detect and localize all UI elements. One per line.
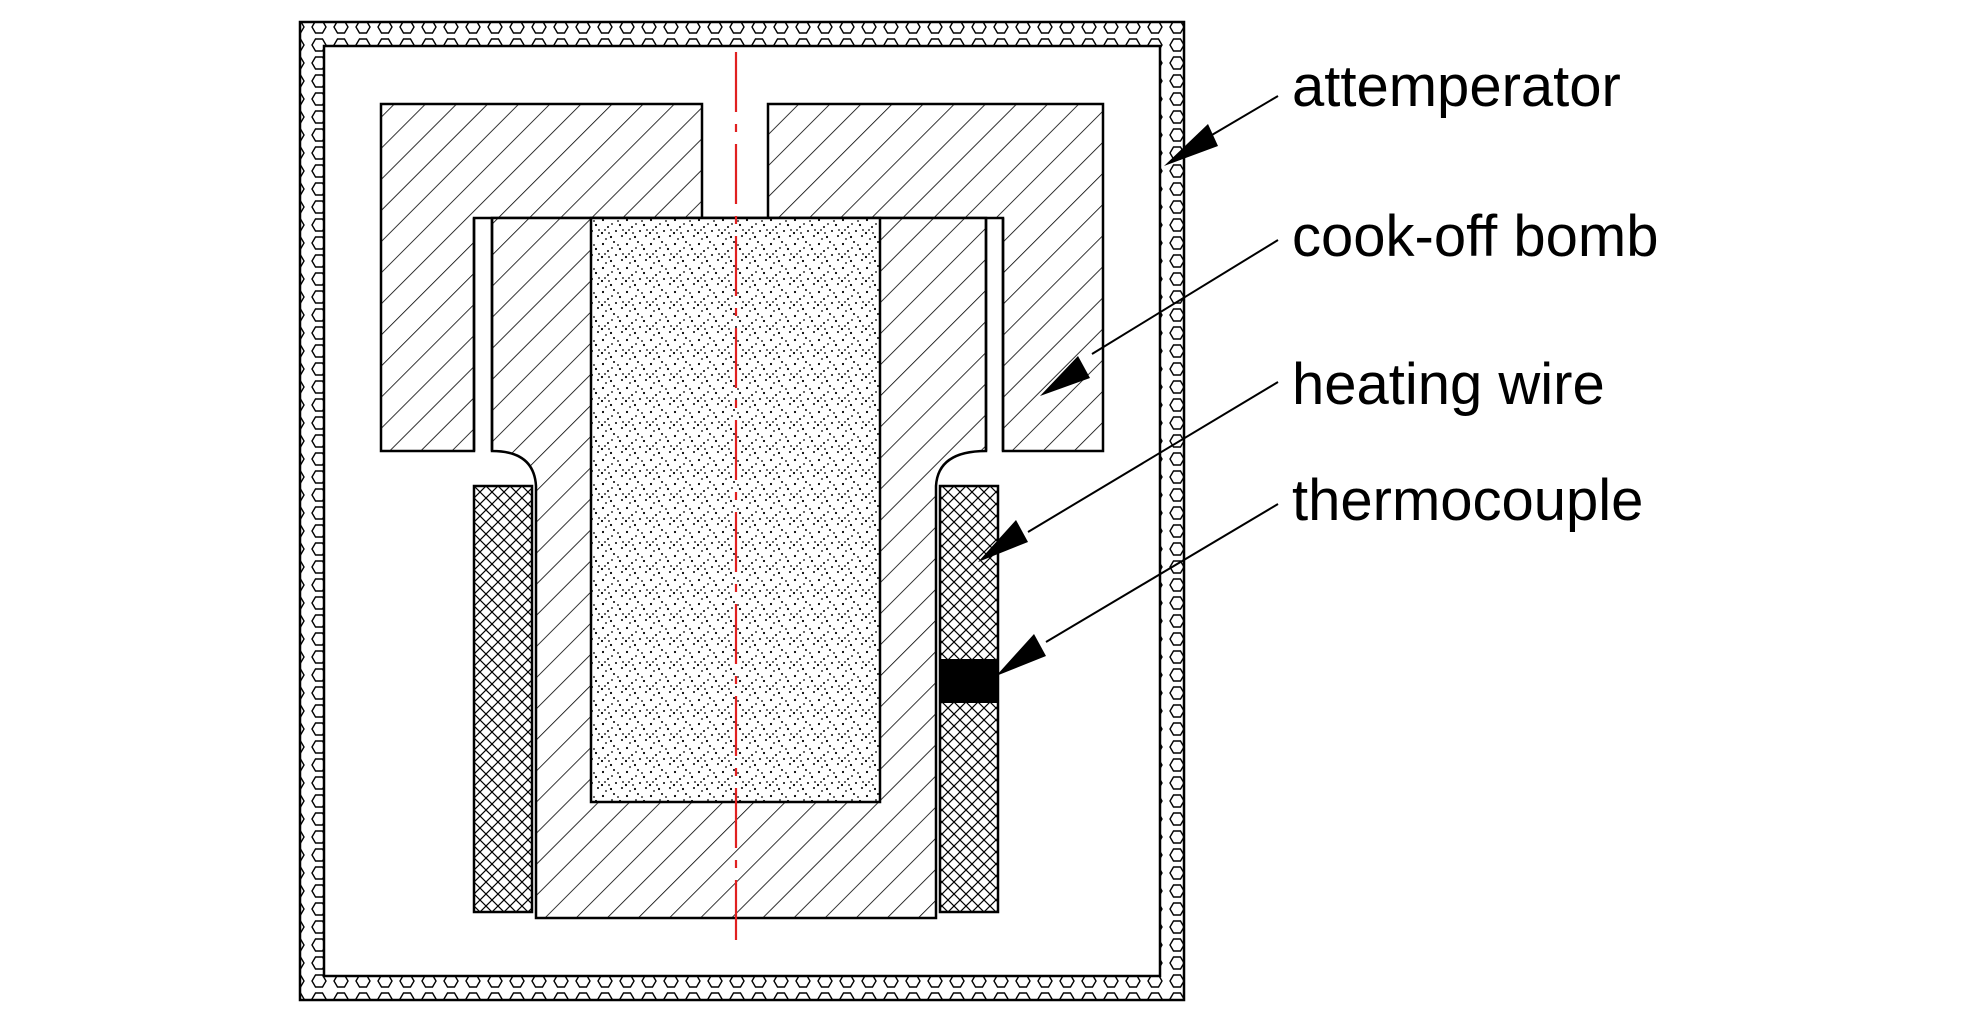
label-attemperator: attemperator: [1292, 54, 1621, 119]
label-cook-off-bomb: cook-off bomb: [1292, 204, 1658, 269]
arrowhead-attemperator: [1164, 124, 1218, 166]
label-thermocouple: thermocouple: [1292, 468, 1643, 533]
arrowhead-heating-wire: [978, 520, 1028, 562]
thermocouple: [939, 659, 999, 703]
heating-wire-left: [472, 484, 534, 914]
leader-attemperator: [1164, 95, 1279, 166]
arrowhead-cook-off-bomb: [1040, 356, 1090, 396]
leader-cook-off-bomb: [1040, 239, 1279, 396]
arrowhead-thermocouple: [996, 634, 1046, 676]
leader-heating-wire: [978, 381, 1279, 562]
leader-thermocouple: [996, 503, 1279, 676]
label-heating-wire: heating wire: [1292, 352, 1605, 417]
